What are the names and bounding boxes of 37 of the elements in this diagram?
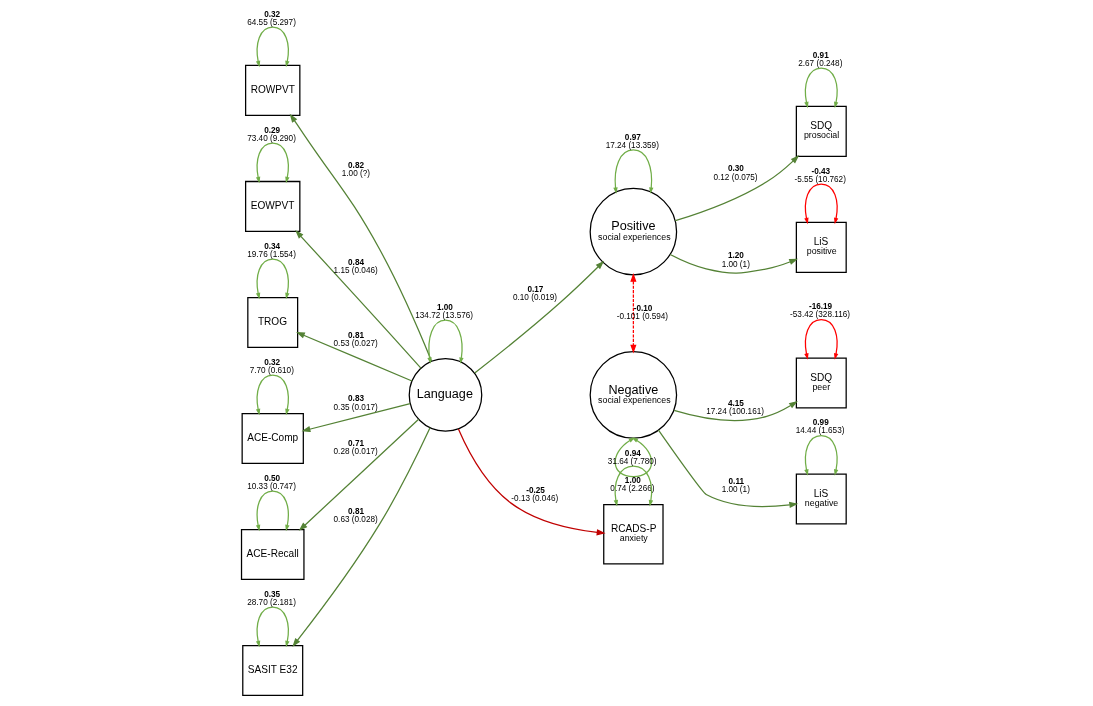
node-box: ROWPVT — [244, 64, 300, 116]
node-box: LiS positive — [795, 221, 847, 273]
arrow — [612, 149, 653, 194]
arrow — [255, 26, 290, 68]
arrow — [426, 319, 464, 364]
arrow — [669, 253, 798, 274]
arrow — [803, 183, 838, 225]
arrow — [255, 258, 290, 300]
arrow — [289, 113, 432, 362]
node-box: EOWPVT — [244, 180, 300, 232]
arrow — [294, 230, 421, 369]
node-box: SDQ prosocial — [795, 105, 847, 157]
arrow — [255, 374, 290, 416]
node-box: ACE-Recall — [240, 528, 305, 580]
node-box: RCADS-P anxiety — [602, 504, 664, 565]
arrow — [255, 142, 290, 184]
arrow — [629, 272, 636, 354]
arrow — [803, 318, 838, 360]
arrow — [457, 428, 605, 536]
arrow — [295, 332, 413, 382]
node-box: TROG — [246, 296, 298, 348]
node-box: LiS negative — [795, 473, 847, 525]
arrow — [301, 403, 411, 433]
node-box: SASIT E32 — [241, 644, 303, 696]
arrow — [672, 401, 798, 422]
arrow — [255, 490, 290, 532]
arrow — [657, 429, 798, 508]
node-box: SDQ peer — [795, 357, 847, 409]
arrow — [674, 155, 799, 222]
arrow — [473, 260, 604, 374]
arrow — [255, 606, 290, 648]
arrow — [803, 67, 838, 109]
arrow — [291, 427, 431, 647]
arrow — [298, 418, 419, 531]
node-circle: Negative social experiences — [589, 351, 677, 439]
node-box: ACE-Comp — [241, 412, 304, 464]
arrow — [803, 434, 838, 476]
